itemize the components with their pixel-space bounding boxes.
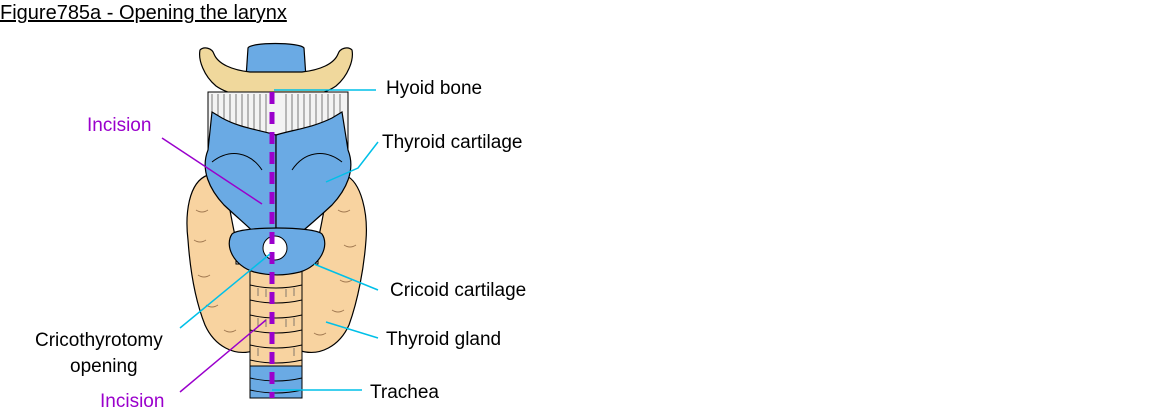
leader-incision-lower	[179, 319, 267, 393]
leader-cricoid-cartilage	[313, 263, 379, 291]
thyroid-gland	[186, 174, 367, 353]
leader-thyroid-gland	[325, 321, 379, 339]
trachea-membrane-striations	[257, 288, 295, 356]
leader-cricothyrotomy	[179, 253, 271, 329]
thyroid-cartilage	[204, 111, 352, 241]
label-incision-lower: Incision	[100, 391, 164, 409]
leader-lines	[179, 89, 379, 391]
thyroid-cartilage-left-wing	[204, 111, 277, 241]
trachea	[249, 267, 303, 399]
incision-leaders	[161, 137, 267, 393]
trachea-blue-ring-lines	[249, 377, 303, 394]
thyroid-cartilage-right-wing	[275, 111, 352, 241]
label-cricoid-cartilage: Cricoid cartilage	[390, 280, 526, 301]
label-hyoid-bone: Hyoid bone	[386, 78, 482, 99]
figure-title: Figure785a - Opening the larynx	[0, 2, 287, 24]
thyroid-cartilage-notch-contour	[211, 153, 343, 171]
label-thyroid-cartilage: Thyroid cartilage	[382, 132, 522, 153]
label-incision-upper: Incision	[87, 115, 151, 136]
label-cricothyrotomy-line2: opening	[70, 356, 138, 377]
leader-thyroid-cartilage	[325, 141, 379, 183]
label-cricothyrotomy-line1: Cricothyrotomy	[35, 330, 163, 351]
trachea-ring-lines	[249, 284, 303, 364]
leader-incision-upper	[161, 137, 263, 205]
label-trachea: Trachea	[370, 382, 439, 403]
thyroid-gland-lobe-texture	[193, 209, 357, 336]
label-thyroid-gland: Thyroid gland	[386, 329, 501, 350]
